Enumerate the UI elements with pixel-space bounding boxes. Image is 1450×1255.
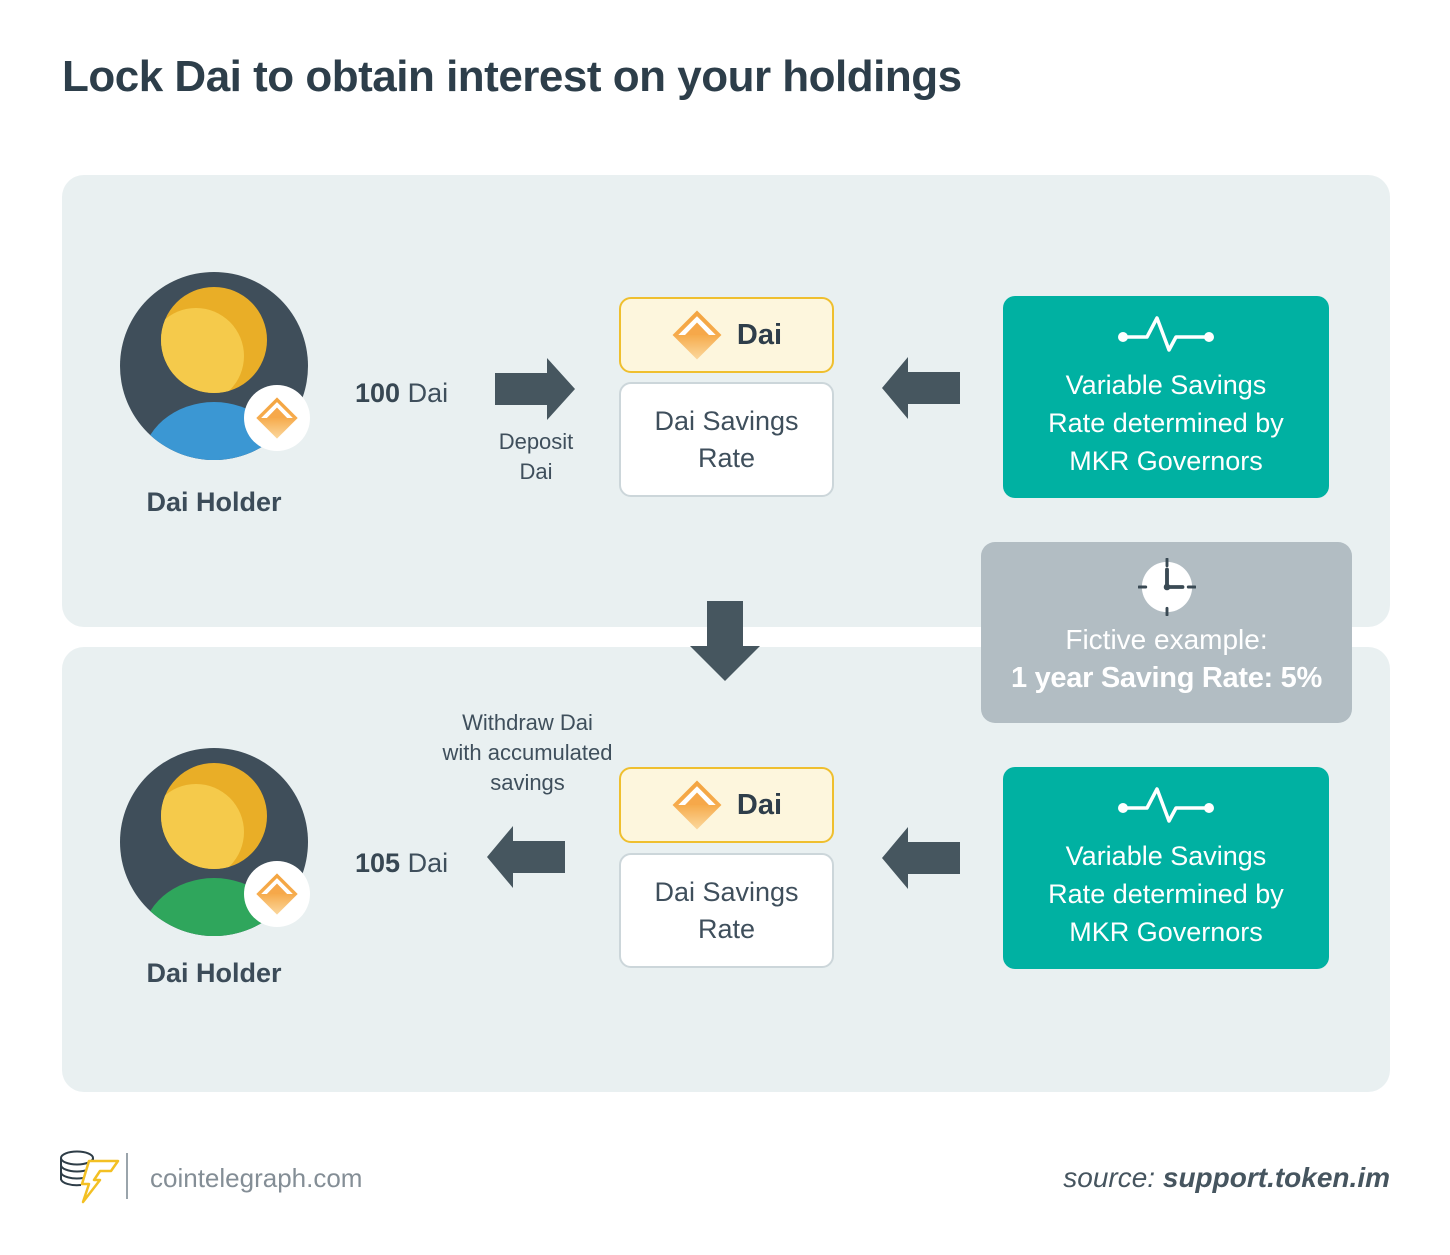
- fictive-example-line2: 1 year Saving Rate: 5%: [1011, 662, 1322, 694]
- cointelegraph-logo-icon: [60, 1150, 120, 1204]
- fictive-example-line1: Fictive example:: [1065, 624, 1268, 655]
- dai-holder-avatar-top-icon: [120, 272, 310, 460]
- withdraw-arrow-icon: [487, 826, 565, 888]
- amount-top: 100 Dai: [355, 378, 448, 409]
- clock-icon: [1137, 558, 1196, 616]
- footer-site-label: cointelegraph.com: [150, 1163, 363, 1193]
- page-title: Lock Dai to obtain interest on your hold…: [62, 52, 962, 101]
- dai-token-box-bottom: Dai: [619, 767, 834, 843]
- dai-holder-label-bottom: Dai Holder: [146, 958, 282, 988]
- governance-arrow-bottom-icon: [882, 827, 960, 889]
- dai-token-label-top: Dai: [736, 318, 783, 351]
- deposit-arrow-caption: Deposit Dai: [498, 429, 574, 484]
- rate-pulse-icon: [1118, 316, 1214, 352]
- dai-savings-rate-box-bottom: Dai Savings Rate: [619, 853, 834, 968]
- footer-divider: [126, 1153, 128, 1199]
- amount-bottom-unit: Dai: [407, 848, 449, 878]
- source-prefix: source:: [1063, 1162, 1156, 1193]
- deposit-arrow-icon: [495, 358, 575, 420]
- fictive-example-box: Fictive example: 1 year Saving Rate: 5%: [981, 542, 1352, 723]
- variable-savings-rate-text-bottom: Variable Savings Rate determined by MKR …: [1048, 841, 1284, 947]
- variable-savings-rate-box-top: Variable Savings Rate determined by MKR …: [1003, 296, 1329, 498]
- dai-savings-rate-box-top: Dai Savings Rate: [619, 382, 834, 497]
- dai-token-box-top: Dai: [619, 297, 834, 373]
- dai-token-label-bottom: Dai: [736, 788, 783, 821]
- dai-holder-avatar-bottom-icon: [120, 748, 310, 936]
- amount-top-value: 100: [355, 378, 401, 408]
- source-value: support.token.im: [1162, 1162, 1390, 1193]
- withdraw-arrow-caption: Withdraw Dai with accumulated savings: [442, 710, 613, 795]
- dai-diamond-icon: [672, 310, 722, 360]
- amount-top-unit: Dai: [407, 378, 449, 408]
- amount-bottom-value: 105: [355, 848, 401, 878]
- dai-diamond-icon: [672, 780, 722, 830]
- footer-source: source: support.token.im: [790, 1162, 1390, 1194]
- amount-bottom: 105 Dai: [355, 848, 448, 879]
- variable-savings-rate-text-top: Variable Savings Rate determined by MKR …: [1048, 370, 1284, 476]
- flow-down-arrow-icon: [690, 601, 760, 681]
- variable-savings-rate-box-bottom: Variable Savings Rate determined by MKR …: [1003, 767, 1329, 969]
- governance-arrow-top-icon: [882, 357, 960, 419]
- rate-pulse-icon: [1118, 787, 1214, 823]
- dai-holder-label-top: Dai Holder: [146, 487, 282, 517]
